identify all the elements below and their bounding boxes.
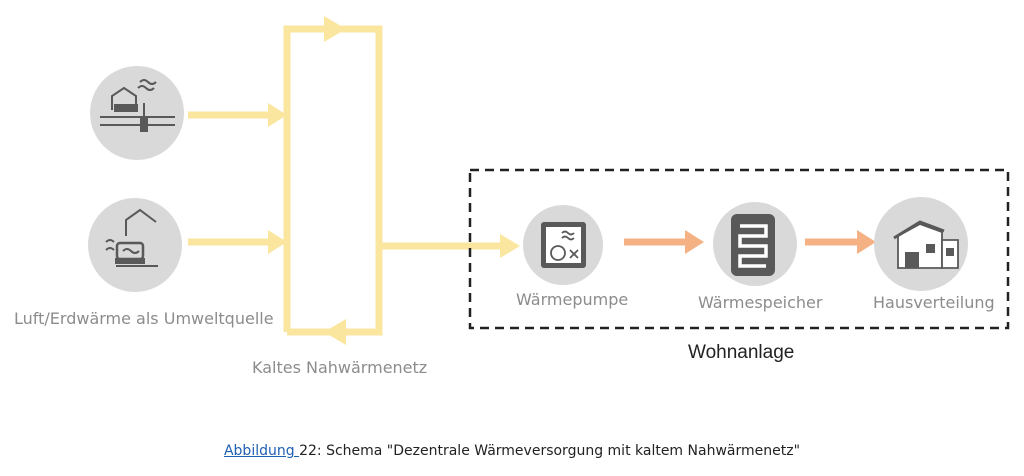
loop-arrow-top-icon [324, 16, 346, 42]
label-heat-pump: Wärmepumpe [516, 290, 629, 309]
ground-collector-icon [90, 66, 184, 160]
arrow-source-air [188, 230, 287, 254]
loop-arrow-bottom-icon [324, 319, 346, 345]
label-heat-storage: Wärmespeicher [698, 293, 823, 312]
house-icon [874, 197, 968, 291]
figure-caption: Abbildung 22: Schema "Dezentrale Wärmeve… [0, 443, 1024, 459]
caption-text: : Schema "Dezentrale Wärmeversorgung mit… [316, 443, 801, 459]
heat-storage-icon [713, 202, 797, 286]
arrow-source-ground [188, 103, 287, 127]
arrow-heatpump-to-storage [624, 230, 704, 254]
label-wohnanlage: Wohnanlage [688, 342, 795, 363]
wohnanlage-boundary [468, 168, 1010, 330]
arrow-storage-to-house [805, 230, 876, 254]
label-cold-network: Kaltes Nahwärmenetz [252, 358, 428, 377]
label-house-distribution: Hausverteilung [873, 293, 995, 312]
caption-link[interactable]: Abbildung [223, 443, 300, 459]
arrow-network-to-heatpump [379, 234, 520, 258]
label-source: Luft/Erdwärme als Umweltquelle [14, 309, 274, 328]
cold-network-loop [283, 25, 383, 336]
air-collector-icon [88, 198, 182, 292]
caption-number: 22 [299, 443, 317, 459]
heat-pump-icon [523, 205, 603, 285]
